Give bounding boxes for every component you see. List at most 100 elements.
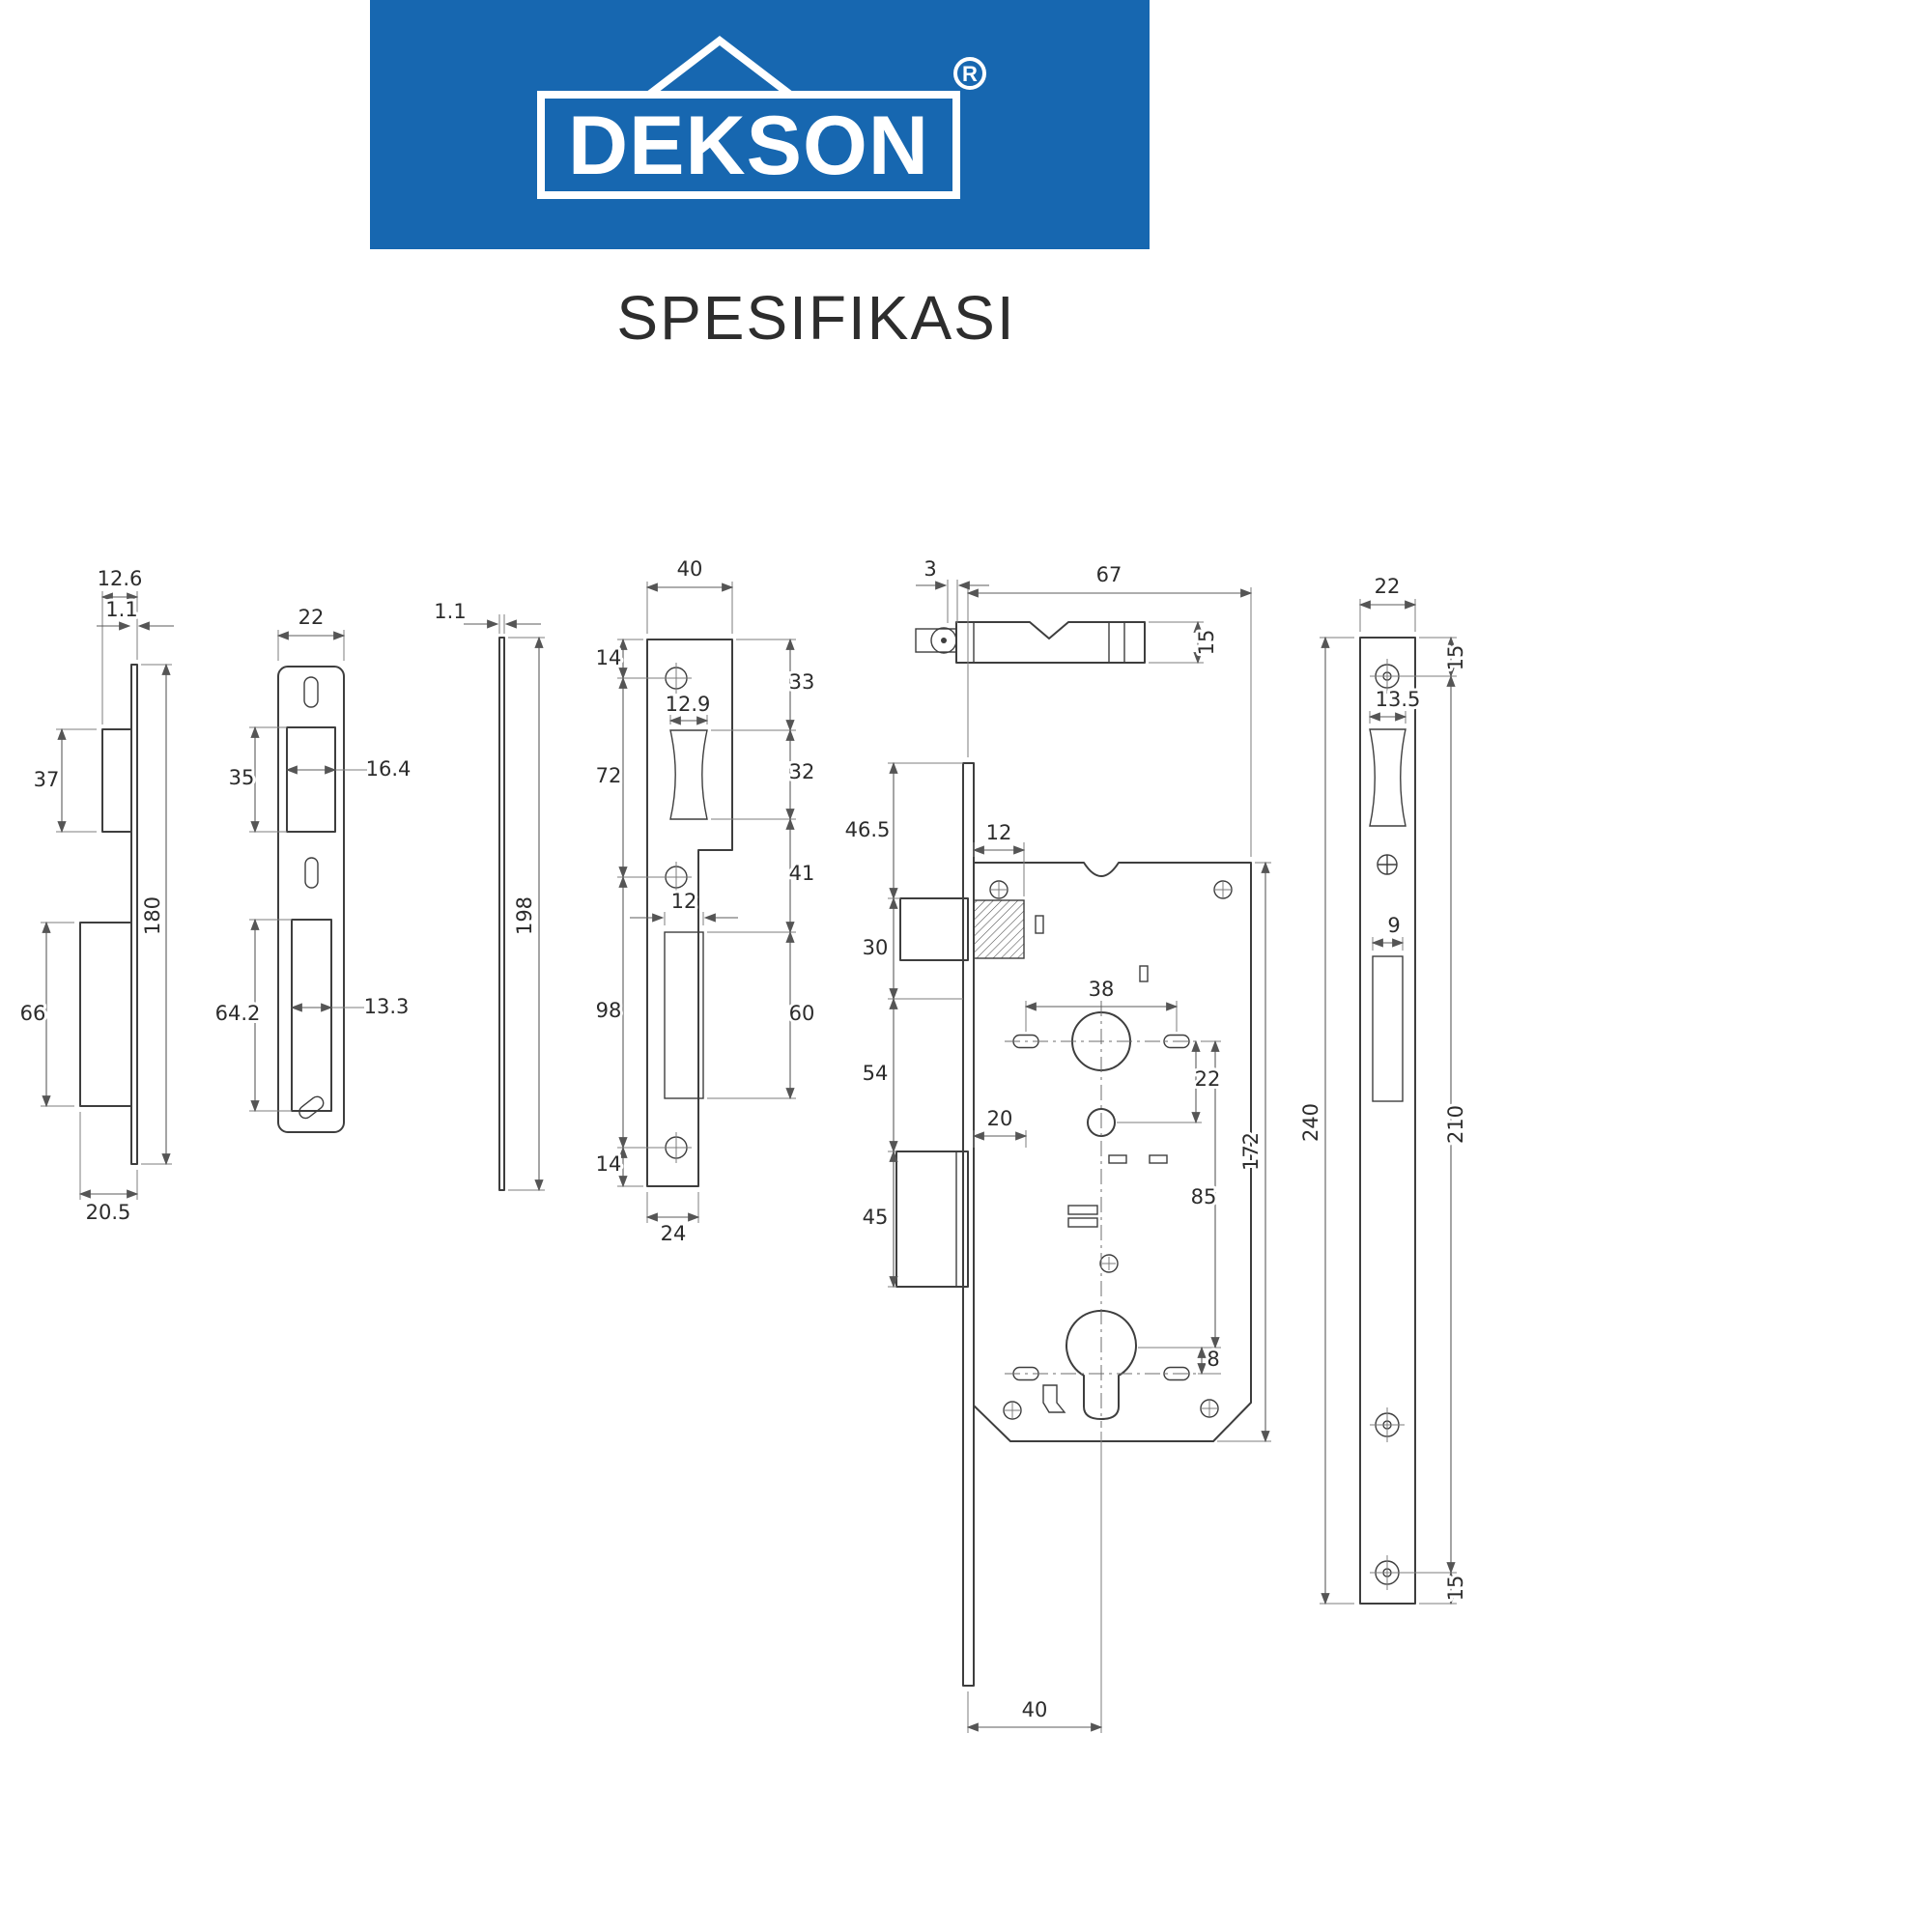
body-centerlines (1005, 1001, 1202, 1428)
dim-body-height: 172 (1239, 1132, 1263, 1171)
front-plate-bolt-hole (291, 919, 332, 1112)
dim-front-latch-width: 16.4 (366, 757, 412, 781)
case-tab (1139, 965, 1149, 982)
stop-plate-a (1108, 1154, 1127, 1164)
dim-faceplate-width: 22 (1375, 575, 1401, 598)
front-plate-latch-hole (286, 726, 336, 833)
latch-spring-box (973, 899, 1025, 959)
strike-bolt-opening (664, 931, 704, 1099)
dim-strike-latch-width: 12.9 (666, 693, 711, 716)
strike-dimension-lines (618, 582, 795, 1222)
dim-body-backset: 40 (1022, 1698, 1048, 1721)
dim-body-pin: 3 (923, 557, 936, 581)
dim-body-cyl-offset: 8 (1207, 1348, 1219, 1371)
front-plate-dimension-lines (250, 631, 346, 1113)
view-strike-plate: 40 12.9 14 72 98 14 33 32 41 60 12 24 (593, 554, 818, 1248)
dim-edge-height: 198 (513, 896, 536, 935)
registered-letter: R (962, 62, 978, 86)
dim-body-spring-width: 12 (986, 821, 1012, 844)
case-center-screw (1099, 1254, 1119, 1273)
edge-plate (498, 637, 505, 1191)
dim-strike-seg-32: 32 (789, 760, 815, 783)
latch-roller-pin (941, 638, 947, 643)
dim-faceplate-latch-width: 13.5 (1376, 688, 1421, 711)
side-extension-lines (41, 591, 172, 1200)
dim-side-top-width: 12.6 (98, 567, 143, 590)
front-plate-mid-slot (304, 857, 319, 889)
strike-extension-lines (617, 582, 796, 1223)
dim-side-total-height: 180 (141, 896, 164, 935)
logo-frame (536, 91, 960, 199)
dim-faceplate-height: 240 (1299, 1103, 1322, 1142)
faceplate-screw-hole-top (1370, 659, 1405, 694)
strike-latch-opening (669, 729, 708, 820)
dim-front-latch-height: 35 (229, 766, 255, 789)
dim-body-mid-span: 54 (863, 1062, 889, 1085)
front-plate-extension-lines (249, 630, 367, 1112)
dim-strike-latch-span: 72 (596, 764, 622, 787)
dim-body-width: 67 (1096, 563, 1122, 586)
dim-body-bolt-throw: 20 (987, 1107, 1013, 1130)
body-extension-lines (888, 580, 1271, 1733)
dim-body-handle-span: 38 (1089, 978, 1115, 1001)
dim-body-latch-span: 30 (863, 936, 889, 959)
latch-bolt-head (899, 897, 969, 961)
latch-stop (1035, 915, 1044, 934)
dim-edge-thickness: 1.1 (434, 600, 466, 623)
view-plate-edge: 1.1 198 (431, 597, 545, 1192)
dim-strike-top-offset: 14 (596, 646, 622, 669)
side-dimension-lines (42, 592, 171, 1199)
fixing-slot-right-top (1163, 1034, 1190, 1049)
dim-body-top-span: 46.5 (845, 818, 891, 841)
dim-faceplate-bolt-width: 9 (1387, 914, 1400, 937)
dim-strike-bolt-span: 98 (596, 999, 622, 1022)
lock-case-outline (973, 862, 1252, 1442)
deadbolt-head (895, 1151, 969, 1288)
latch-body-outline (955, 621, 1146, 664)
view-lock-body: 3 15 67 46.5 12 30 38 54 22 20 45 85 8 1… (842, 554, 1271, 1733)
spring-clip-a (1067, 1205, 1098, 1215)
strike-screw-hole-mid (661, 862, 692, 893)
dim-strike-bottom-offset: 14 (596, 1152, 622, 1176)
stop-plate-b (1149, 1154, 1168, 1164)
euro-cylinder-hole (1065, 1309, 1137, 1420)
strike-plate-outline (646, 639, 733, 1187)
front-plate-bottom-slot (298, 1095, 325, 1120)
dim-strike-seg-33: 33 (789, 670, 815, 694)
dim-front-width: 22 (298, 606, 325, 629)
faceplate-dimension-lines (1321, 600, 1456, 1605)
side-faceplate-edge (130, 664, 138, 1165)
faceplate-latch-opening (1369, 728, 1406, 827)
dim-body-latch-height: 15 (1195, 630, 1218, 656)
dim-faceplate-bottom-offset: 15 (1444, 1576, 1467, 1602)
page-title: SPESIFIKASI (616, 283, 1016, 353)
case-corner-screws (989, 880, 1233, 1420)
dim-body-centers: 85 (1191, 1185, 1217, 1208)
view-side-profile: 12.6 1.1 37 180 66 20.5 (17, 564, 174, 1227)
strike-screw-hole-bottom (661, 1132, 692, 1163)
front-plate-outline (277, 666, 345, 1133)
dim-side-thickness: 1.1 (105, 598, 137, 621)
dim-front-bolt-height: 64.2 (215, 1002, 261, 1025)
view-right-faceplate: 22 15 13.5 240 210 9 15 (1296, 572, 1470, 1605)
faceplate-screw-hole-bottom (1370, 1555, 1405, 1590)
body-dimension-lines (889, 588, 1270, 1732)
registered-mark-icon (952, 57, 986, 90)
dim-body-bolt-span: 45 (863, 1206, 889, 1229)
dim-strike-top-width: 40 (677, 557, 703, 581)
dim-strike-bolt-width: 12 (671, 890, 697, 913)
brand-banner: DEKSON R (370, 0, 1150, 249)
side-latch-bolt (101, 728, 132, 833)
faceplate-bolt-opening (1372, 955, 1404, 1102)
dim-side-bottom-width: 20.5 (86, 1201, 131, 1224)
strike-screw-hole-top (661, 663, 692, 694)
view-front-plate: 22 35 16.4 64.2 13.3 (213, 603, 413, 1133)
dim-front-bolt-width: 13.3 (364, 995, 410, 1018)
front-plate-top-slot (303, 676, 319, 708)
latch-bolt-detail (915, 621, 1146, 664)
dim-side-bolt-height: 66 (20, 1002, 46, 1025)
dim-faceplate-top-offset: 15 (1444, 645, 1467, 671)
dim-side-latch-height: 37 (34, 768, 60, 791)
faceplate-phillips-screw (1377, 854, 1398, 875)
